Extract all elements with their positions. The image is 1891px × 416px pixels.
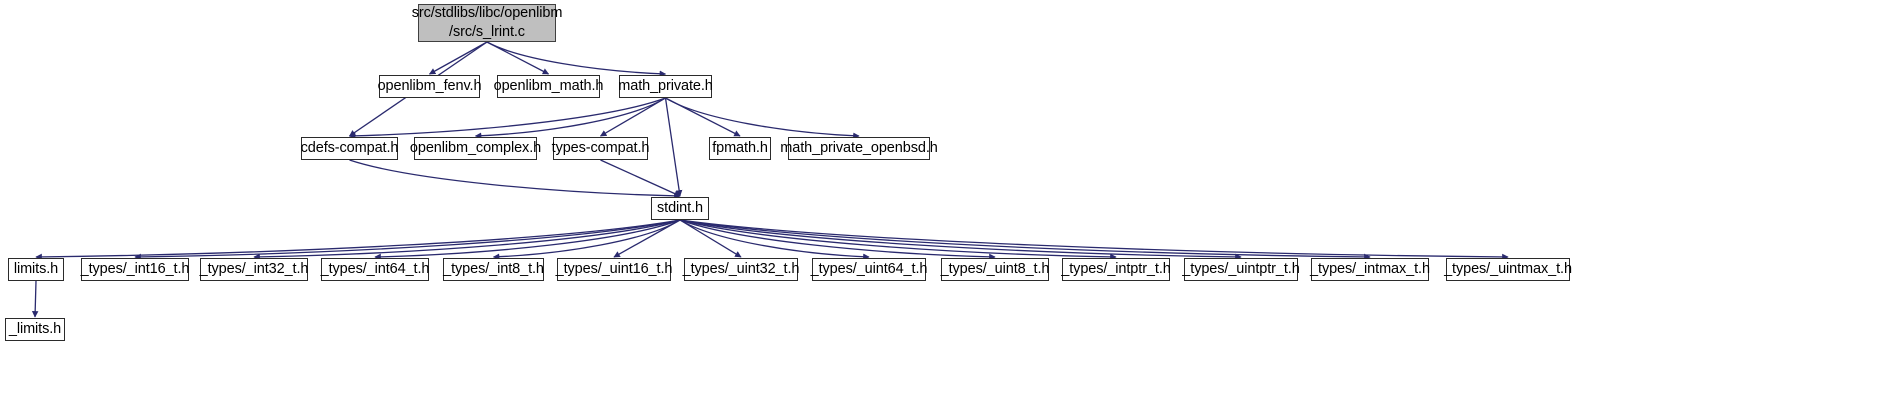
graph-node-uintptr[interactable]: _types/_uintptr_t.h	[1182, 258, 1300, 281]
graph-node-label: _types/_int32_t.h	[199, 261, 309, 278]
graph-node-int64[interactable]: _types/_int64_t.h	[321, 258, 429, 281]
graph-node-label: _types/_uint64_t.h	[810, 261, 928, 278]
graph-edge-stdint-to-uint8	[679, 219, 996, 261]
graph-edge-mathpriv-to-openbsd	[665, 97, 860, 140]
graph-edge-mathpriv-to-complex	[474, 97, 666, 140]
graph-edge-stdint-to-uint16	[613, 219, 681, 258]
graph-node-mathpriv[interactable]: math_private.h	[618, 75, 713, 98]
graph-node-uint64[interactable]: _types/_uint64_t.h	[810, 258, 928, 281]
graph-node-stdint[interactable]: stdint.h	[651, 197, 709, 220]
graph-node-label: _types/_intptr_t.h	[1061, 261, 1171, 278]
graph-edge-stdint-to-int32	[253, 219, 681, 261]
graph-node-intptr[interactable]: _types/_intptr_t.h	[1061, 258, 1171, 281]
graph-node-label: types-compat.h	[551, 140, 650, 157]
graph-node-int32[interactable]: _types/_int32_t.h	[200, 258, 308, 281]
graph-node-label: _types/_int8_t.h	[443, 261, 544, 278]
graph-node-label: _limits.h	[8, 321, 62, 338]
graph-edge-mathpriv-to-typescompat	[599, 97, 666, 137]
graph-edge-cdefs-to-stdint	[349, 159, 681, 200]
graph-node-label: math_private.h	[618, 78, 713, 95]
graph-edge-mathpriv-to-cdefs	[348, 97, 666, 140]
graph-node-int8[interactable]: _types/_int8_t.h	[443, 258, 544, 281]
graph-node-label: _types/_uint8_t.h	[940, 261, 1050, 278]
graph-edge-stdint-to-uintptr	[679, 219, 1242, 261]
graph-node-cdefs[interactable]: cdefs-compat.h	[301, 137, 398, 160]
graph-node-label: math_private_openbsd.h	[780, 140, 938, 157]
graph-edge-mathpriv-to-stdint	[664, 97, 683, 197]
graph-node-label: _types/_intmax_t.h	[1310, 261, 1430, 278]
graph-node-uint8[interactable]: _types/_uint8_t.h	[941, 258, 1049, 281]
graph-edge-stdint-to-uint32	[679, 219, 742, 258]
graph-node-label: cdefs-compat.h	[300, 140, 399, 157]
graph-node-label: _types/_int16_t.h	[80, 261, 190, 278]
graph-node-label: stdint.h	[657, 200, 703, 217]
graph-node-label: fpmath.h	[712, 140, 768, 157]
graph-node-intmax[interactable]: _types/_intmax_t.h	[1310, 258, 1430, 281]
graph-node-label: _types/_int64_t.h	[320, 261, 430, 278]
graph-node-uint32[interactable]: _types/_uint32_t.h	[682, 258, 800, 281]
graph-node-label: openlibm_fenv.h	[377, 78, 482, 95]
graph-edge-stdint-to-intmax	[679, 219, 1371, 261]
graph-node-uint16[interactable]: _types/_uint16_t.h	[555, 258, 673, 281]
graph-edge-stdint-to-limits	[35, 219, 681, 261]
graph-node-root[interactable]: src/stdlibs/libc/openlibm /src/s_lrint.c	[412, 4, 562, 42]
graph-node-label: limits.h	[13, 261, 59, 278]
graph-edge-root-to-math	[486, 41, 550, 75]
graph-node-int16[interactable]: _types/_int16_t.h	[81, 258, 189, 281]
graph-node-uintmax[interactable]: _types/_uintmax_t.h	[1444, 258, 1572, 281]
graph-edge-mathpriv-to-fpmath	[665, 97, 741, 137]
graph-node-openbsd[interactable]: math_private_openbsd.h	[780, 137, 938, 160]
graph-edge-stdint-to-uint64	[679, 219, 870, 261]
graph-node-math[interactable]: openlibm_math.h	[494, 75, 603, 98]
graph-node-label: _types/_uintmax_t.h	[1444, 261, 1572, 278]
graph-node-fenv[interactable]: openlibm_fenv.h	[377, 75, 482, 98]
graph-node-ulimits[interactable]: _limits.h	[5, 318, 65, 341]
graph-node-typescompat[interactable]: types-compat.h	[551, 137, 650, 160]
graph-edge-stdint-to-int16	[134, 219, 681, 261]
graph-edge-typescompat-to-stdint	[600, 159, 681, 197]
graph-node-limits[interactable]: limits.h	[8, 258, 64, 281]
graph-node-label: src/stdlibs/libc/openlibm /src/s_lrint.c	[411, 5, 563, 40]
graph-edge-stdint-to-int64	[374, 219, 681, 261]
graph-node-complex[interactable]: openlibm_complex.h	[410, 137, 541, 160]
graph-edge-stdint-to-intptr	[679, 219, 1117, 261]
graph-edge-limits-to-ulimits	[31, 280, 39, 318]
graph-node-fpmath[interactable]: fpmath.h	[709, 137, 771, 160]
graph-edge-root-to-fenv	[428, 41, 488, 75]
graph-node-label: _types/_uintptr_t.h	[1182, 261, 1300, 278]
graph-node-label: _types/_uint32_t.h	[682, 261, 800, 278]
graph-edge-root-to-mathpriv	[486, 41, 667, 78]
graph-edge-stdint-to-uintmax	[679, 219, 1509, 261]
graph-node-label: openlibm_math.h	[493, 78, 604, 95]
graph-node-label: _types/_uint16_t.h	[555, 261, 673, 278]
graph-node-label: openlibm_complex.h	[409, 140, 542, 157]
graph-edge-stdint-to-int8	[492, 219, 681, 261]
